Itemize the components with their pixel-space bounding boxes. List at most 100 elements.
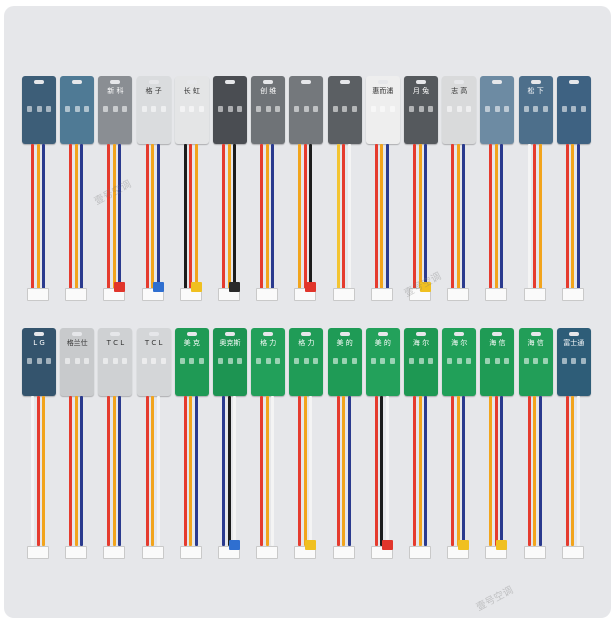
wire-bundle — [336, 144, 351, 290]
wire — [265, 396, 269, 546]
wire — [533, 144, 537, 290]
cable-item: 海 尔 — [440, 328, 477, 573]
white-connector — [27, 546, 49, 559]
wire — [336, 144, 340, 290]
wire — [571, 144, 575, 290]
wire-bundle — [565, 144, 580, 290]
hang-hole — [568, 80, 579, 84]
hang-hole — [263, 332, 274, 336]
contact-pads — [332, 358, 357, 366]
wire — [533, 396, 537, 546]
wire-bundle — [451, 396, 466, 546]
wire — [462, 396, 466, 546]
brand-tag: 格兰仕 — [60, 328, 95, 396]
wire — [69, 144, 73, 290]
brand-label: 美 的 — [336, 339, 353, 347]
brand-label: 格 子 — [145, 87, 162, 95]
wire — [80, 144, 84, 290]
wire — [336, 396, 340, 546]
wire — [80, 396, 84, 546]
wire — [342, 144, 346, 290]
wire-bundle — [69, 396, 84, 546]
wire — [118, 396, 122, 546]
brand-tag — [327, 76, 362, 144]
white-connector — [141, 546, 164, 559]
colored-connector — [114, 282, 126, 292]
cable-item: 格 力 — [287, 328, 324, 573]
wire — [451, 396, 455, 546]
wire — [500, 144, 504, 290]
contact-pads — [523, 106, 548, 114]
cable-item: 创 维 — [249, 76, 286, 326]
white-connector — [332, 546, 355, 559]
contact-pads — [141, 106, 166, 114]
wire-bundle — [527, 396, 542, 546]
brand-tag: 美 的 — [365, 328, 400, 396]
wire — [31, 396, 34, 546]
white-connector — [27, 288, 49, 301]
wire-bundle — [183, 396, 198, 546]
contact-pads — [27, 106, 51, 114]
cable-item: L G — [20, 328, 56, 573]
brand-label: 格兰仕 — [66, 339, 88, 347]
white-connector — [485, 288, 508, 301]
wire — [527, 144, 531, 290]
brand-tag: 格 力 — [289, 328, 324, 396]
hang-hole — [339, 332, 350, 336]
wire — [227, 144, 231, 290]
cable-item — [287, 76, 324, 326]
hang-hole — [377, 332, 388, 336]
colored-connector — [190, 282, 202, 292]
colored-connector — [305, 282, 317, 292]
cable-item — [555, 76, 591, 326]
brand-label: T C L — [144, 339, 163, 347]
hang-hole — [148, 80, 159, 84]
brand-label: 月 兔 — [412, 87, 430, 95]
brand-label: 奥克斯 — [219, 339, 241, 347]
cable-item — [58, 76, 95, 326]
brand-tag: 创 维 — [251, 76, 286, 144]
brand-tag: T C L — [98, 328, 133, 396]
hang-hole — [530, 332, 541, 336]
brand-label: 海 信 — [527, 339, 544, 347]
wire — [538, 144, 542, 290]
cable-item: 格兰仕 — [58, 328, 95, 573]
cable-item: 长 虹 — [173, 76, 209, 326]
contact-pads — [103, 106, 128, 114]
hang-hole — [225, 80, 235, 84]
wire — [462, 144, 466, 290]
brand-tag: 美 的 — [327, 328, 362, 396]
wire — [494, 396, 498, 546]
white-connector — [561, 546, 584, 559]
brand-tag: 富士通 — [556, 328, 591, 396]
cable-item: 海 信 — [478, 328, 515, 573]
white-connector — [370, 288, 393, 301]
wire-bundle — [336, 396, 351, 546]
hang-hole — [416, 332, 426, 336]
brand-tag: 长 虹 — [174, 76, 209, 144]
cable-item: 松 下 — [517, 76, 553, 326]
wire — [107, 144, 111, 290]
brand-label: L G — [33, 339, 45, 347]
cable-item: 惠而浦 — [364, 76, 400, 326]
wire-bundle — [527, 144, 542, 290]
wire-bundle — [489, 144, 504, 290]
white-connector — [523, 546, 546, 559]
brand-label: 格 力 — [298, 339, 315, 347]
wire-bundle — [31, 396, 45, 546]
cable-item: T C L — [96, 328, 133, 573]
wire — [538, 396, 542, 546]
wire-bundle — [260, 144, 275, 290]
hang-hole — [492, 332, 503, 336]
contact-pads — [27, 358, 51, 366]
wire — [380, 144, 384, 290]
wire — [424, 396, 427, 546]
brand-label: 惠而浦 — [372, 87, 394, 95]
hang-hole — [186, 332, 197, 336]
brand-tag: 松 下 — [518, 76, 553, 144]
wire — [69, 396, 73, 546]
white-connector — [256, 288, 279, 301]
wire — [74, 144, 78, 290]
brand-label: 美 的 — [374, 339, 391, 347]
hang-hole — [454, 332, 465, 336]
